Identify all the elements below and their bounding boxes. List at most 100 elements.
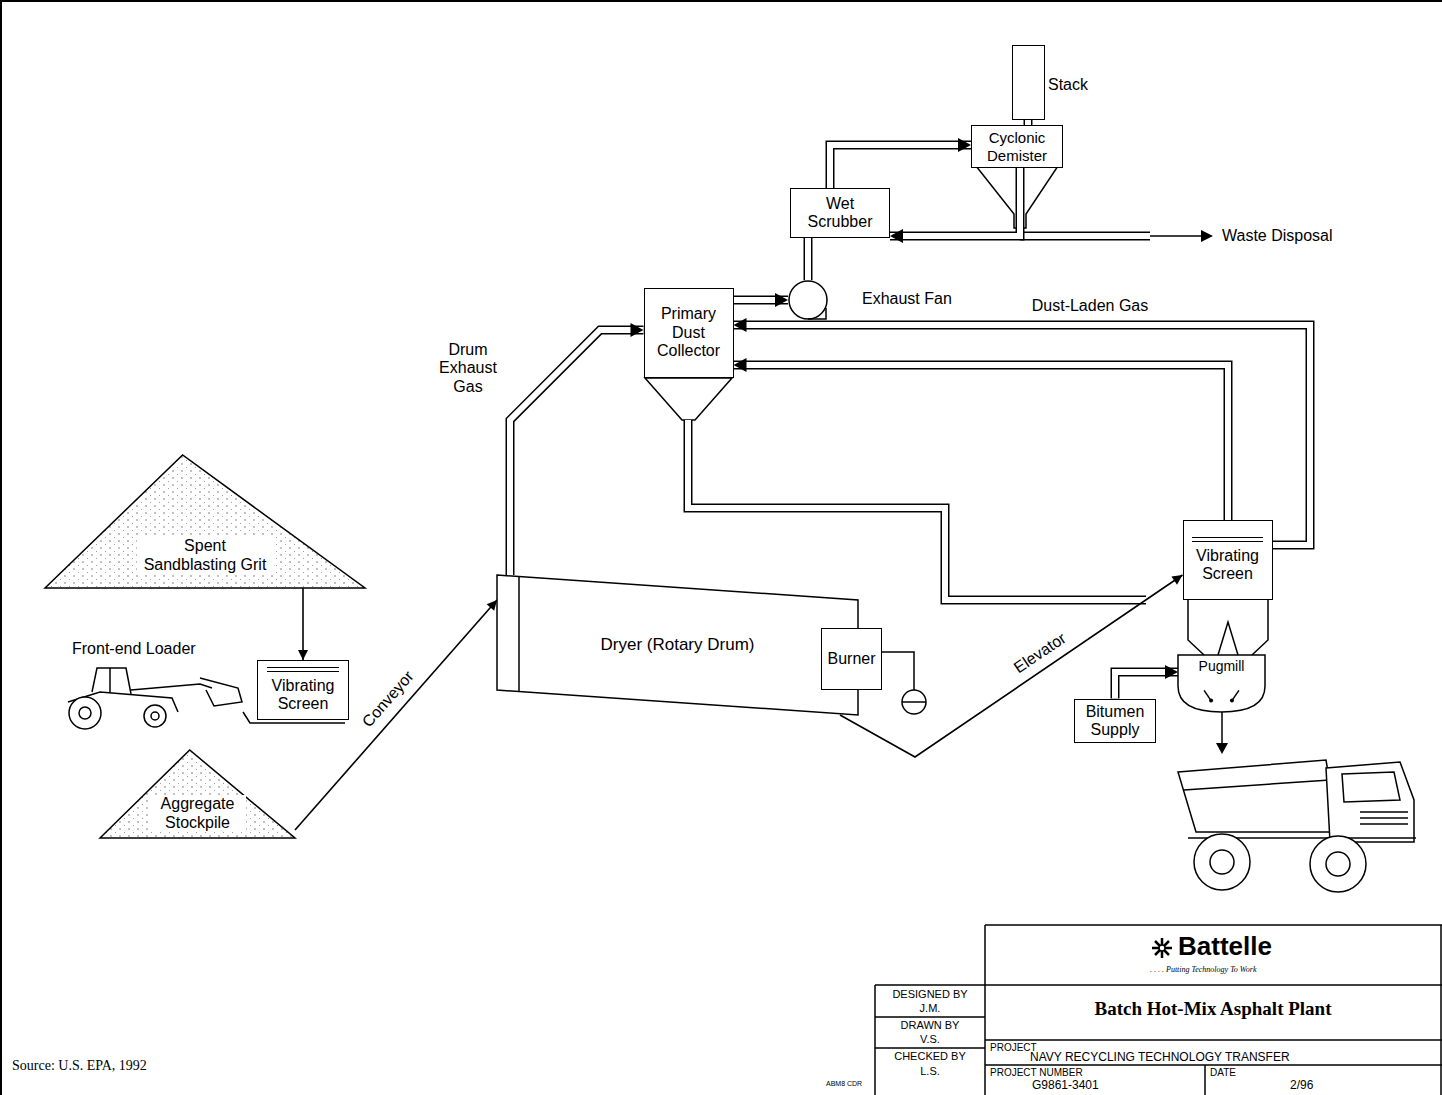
burner-blower xyxy=(880,652,926,714)
company-logo-mark xyxy=(1159,945,1165,951)
belt-line xyxy=(840,575,1183,757)
arrowhead xyxy=(775,293,788,307)
waste-line xyxy=(1150,235,1204,237)
arrowhead xyxy=(1171,575,1182,585)
stack: Stack xyxy=(1012,45,1045,120)
waste-line xyxy=(1020,232,1150,241)
duct-connector xyxy=(1115,665,1178,699)
arrowhead xyxy=(1165,665,1178,679)
node-label: Primary Dust Collector xyxy=(650,305,728,360)
duct-bore xyxy=(890,168,1020,236)
arrowhead xyxy=(958,138,971,152)
dust-collector: Primary Dust Collector xyxy=(644,288,734,378)
field-name: DESIGNED BY xyxy=(892,988,967,1000)
field-name: PROJECT xyxy=(990,1042,1037,1053)
drawing-title: Batch Hot-Mix Asphalt Plant xyxy=(1095,999,1332,1020)
duct-bore xyxy=(805,238,811,280)
fan-outlet xyxy=(808,308,826,319)
material-pile: Aggregate Stockpile xyxy=(100,750,295,838)
mixer-shaft xyxy=(1230,699,1234,703)
field-name: DATE xyxy=(1210,1067,1236,1078)
title-block-grid xyxy=(875,1016,985,1018)
node-label: Aggregate Stockpile xyxy=(150,795,246,832)
company-logo-mark xyxy=(1155,941,1169,955)
hot-bins xyxy=(1218,622,1238,655)
fines-return-duct xyxy=(688,420,1146,600)
screen-deck xyxy=(1192,537,1262,542)
title-block-grid xyxy=(985,1039,1442,1041)
waste-line xyxy=(1020,233,1150,239)
dump-truck xyxy=(1360,817,1408,819)
front-end-loader xyxy=(68,668,242,729)
field-value: G9861-3401 xyxy=(1032,1079,1099,1092)
belt-line xyxy=(302,588,304,660)
title-block-grid xyxy=(1204,1065,1206,1095)
company-logo-mark xyxy=(1155,941,1169,955)
front-end-loader xyxy=(69,697,101,729)
node-label: Bitumen Supply xyxy=(1080,703,1150,740)
burner-blower xyxy=(902,701,926,703)
duct-wall xyxy=(830,145,971,188)
field-value: J.M. xyxy=(920,1002,941,1014)
duct-connector xyxy=(734,293,789,307)
fines-return-duct xyxy=(688,420,1146,600)
flow-label: Dust-Laden Gas xyxy=(1030,297,1151,315)
burner-blower xyxy=(880,652,914,690)
front-end-loader xyxy=(200,678,242,706)
dump-truck xyxy=(1178,760,1416,892)
screen-box: Vibrating Screen xyxy=(257,660,349,720)
flow-label: Waste Disposal xyxy=(1222,227,1333,245)
title-block-grid xyxy=(875,925,1442,1095)
duct-bore xyxy=(510,330,644,575)
field-value: L.S. xyxy=(920,1065,940,1077)
company-logo-mark xyxy=(1152,938,1172,958)
node-label: Dryer (Rotary Drum) xyxy=(601,635,755,655)
title-block-grid xyxy=(985,1064,1442,1066)
node-label: Vibrating Screen xyxy=(1189,547,1267,584)
arrowhead xyxy=(890,229,903,243)
fines-return-duct xyxy=(688,420,1146,600)
front-end-loader xyxy=(109,668,111,693)
node-label: Vibrating Screen xyxy=(263,677,343,714)
duct-bore xyxy=(734,325,1311,545)
waste-line xyxy=(1020,230,1213,242)
dump-truck xyxy=(1360,823,1408,825)
field-value: V.S. xyxy=(920,1033,940,1045)
hot-bins xyxy=(1252,600,1268,655)
hot-bins xyxy=(1188,600,1268,655)
conveyor-connector xyxy=(840,575,1183,757)
field-name: PROJECT NUMBER xyxy=(990,1067,1083,1078)
duct-wall xyxy=(804,238,813,280)
dump-truck xyxy=(1360,811,1408,813)
source-note: Source: U.S. EPA, 1992 xyxy=(12,1058,147,1073)
dump-truck xyxy=(1310,836,1366,892)
hot-bins xyxy=(1188,600,1204,655)
duct-connector xyxy=(808,238,809,280)
company-name: Battelle xyxy=(1178,932,1272,961)
node-label: Cyclonic Demister xyxy=(977,129,1057,164)
fan-casing xyxy=(789,281,827,319)
field-name: DRAWN BY xyxy=(901,1019,960,1031)
dump-truck xyxy=(1184,780,1330,790)
sheet-frame xyxy=(0,0,1442,2)
dump-truck xyxy=(1210,850,1234,874)
conveyor-connector xyxy=(298,588,308,660)
dump-truck xyxy=(1194,834,1250,890)
mix-discharge-arrow xyxy=(1216,743,1228,754)
title-block-grid xyxy=(874,985,876,1095)
node-label: Pugmill xyxy=(1199,658,1245,674)
screen-deck xyxy=(267,667,339,672)
node-label: Exhaust Fan xyxy=(862,290,952,308)
arrowhead xyxy=(734,358,747,372)
mix-discharge-arrow xyxy=(1216,712,1228,754)
demister-box: Cyclonic Demister xyxy=(971,125,1063,168)
front-end-loader xyxy=(92,668,131,694)
mixer-shaft xyxy=(1209,699,1213,703)
duct-wall xyxy=(734,325,1311,545)
front-end-loader xyxy=(151,712,159,720)
bitumen-tank: Bitumen Supply xyxy=(1074,699,1156,744)
node-label: Spent Sandblasting Grit xyxy=(137,537,273,574)
mix-discharge-arrow xyxy=(1221,712,1223,745)
